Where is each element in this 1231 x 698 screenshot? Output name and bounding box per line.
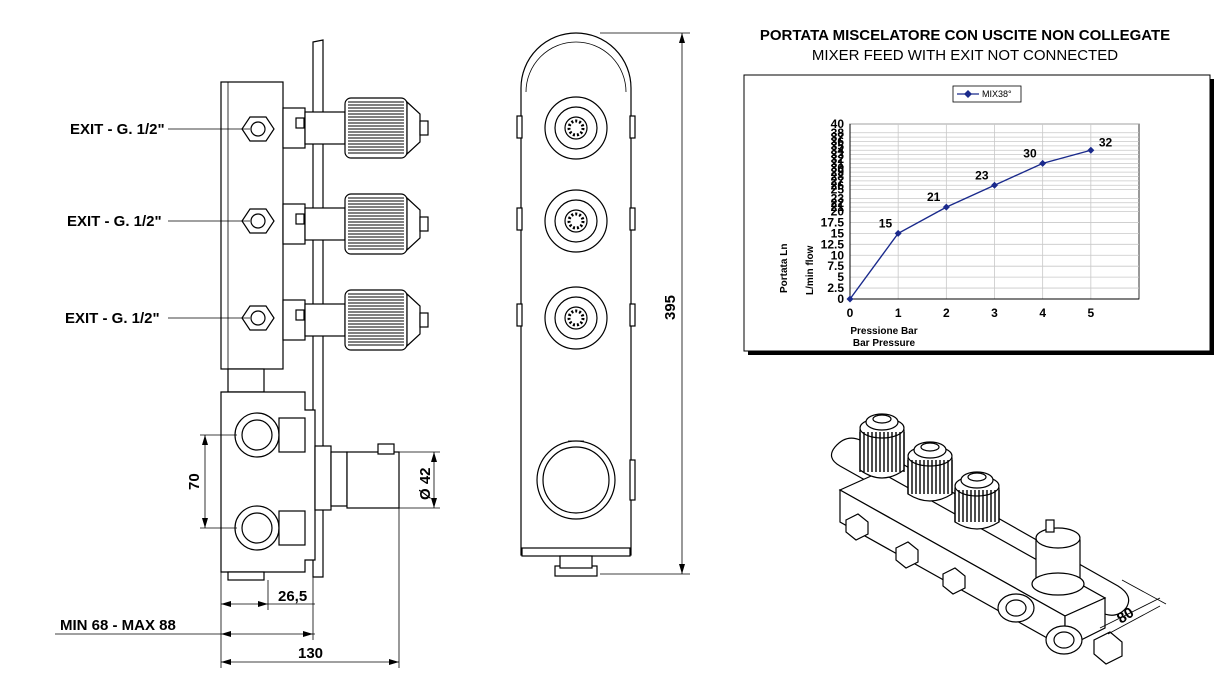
isometric-view: 80: [830, 413, 1167, 665]
x-tick-label: 3: [991, 306, 998, 320]
x-tick-label: 1: [895, 306, 902, 320]
dim-265-label: 26,5: [278, 588, 307, 605]
data-label: 32: [1099, 135, 1113, 149]
legend-label: MIX38°: [982, 89, 1012, 99]
front-view: 395: [516, 32, 690, 577]
x-tick-label: 0: [847, 306, 854, 320]
dimension-80: 80: [1099, 579, 1167, 635]
y-axis-label-1: Portata Ln: [779, 244, 790, 293]
data-label: 21: [927, 190, 941, 204]
y-tick-label: 34: [831, 143, 845, 157]
dimension-42: Ø 42: [399, 451, 440, 509]
data-point: [894, 229, 902, 237]
y-tick-label: 23: [831, 191, 845, 205]
inlet-ports: [234, 412, 306, 551]
data-point: [991, 181, 998, 189]
dim-70-label: 70: [186, 473, 203, 490]
front-knobs: [544, 96, 608, 350]
dimension-70: 70: [186, 434, 237, 529]
dimension-265: 26,5: [220, 572, 315, 610]
valve-stems: [282, 107, 346, 341]
x-axis-label-2: Bar Pressure: [853, 338, 916, 349]
dim-130-label: 130: [298, 645, 323, 662]
y-tick-label: 7.5: [827, 259, 844, 273]
side-view: EXIT - G. 1/2" EXIT - G. 1/2" EXIT - G. …: [55, 39, 440, 668]
data-label: 23: [975, 168, 989, 182]
y-tick-label: 20: [831, 205, 845, 219]
iso-nuts: [845, 513, 966, 595]
y-tick-label: 30: [831, 161, 845, 175]
y-tick-label: 12.5: [821, 237, 845, 251]
dimension-min-max: MIN 68 - MAX 88: [55, 577, 315, 668]
exit-label-1: EXIT - G. 1/2": [70, 121, 165, 138]
dimension-130: 130: [221, 508, 400, 668]
dim-395-label: 395: [662, 295, 679, 320]
y-tick-label: 10: [831, 248, 845, 262]
data-label: 15: [879, 216, 893, 230]
exit-label-2: EXIT - G. 1/2": [67, 213, 162, 230]
front-mixer-handle: [536, 440, 616, 520]
series-line: [849, 149, 1092, 300]
data-point: [1087, 146, 1095, 154]
y-tick-label: 29: [831, 165, 845, 179]
x-axis-label-1: Pressione Bar: [850, 326, 917, 337]
y-tick-label: 27: [831, 174, 845, 188]
iso-inlets: [997, 593, 1123, 665]
y-tick-label: 28: [831, 170, 845, 184]
wall-plate: [312, 39, 324, 578]
y-tick-label: 38: [831, 126, 845, 140]
exit-label-3: EXIT - G. 1/2": [65, 310, 160, 327]
data-point: [846, 295, 854, 303]
y-tick-label: 31: [831, 156, 845, 170]
chart-title-line1: PORTATA MISCELATORE CON USCITE NON COLLE…: [760, 27, 1170, 44]
cartridge: [346, 451, 400, 509]
x-tick-label: 5: [1087, 306, 1094, 320]
data-point: [1039, 159, 1047, 167]
dim-42-label: Ø 42: [417, 467, 434, 500]
chart-legend: MIX38°: [952, 85, 1022, 103]
y-tick-label: 25: [831, 183, 845, 197]
y-tick-label: 26: [831, 178, 845, 192]
iso-mixer-handle: [1031, 519, 1085, 596]
y-tick-label: 37: [831, 130, 845, 144]
y-tick-label: 35: [831, 139, 845, 153]
y-tick-label: 21: [831, 200, 845, 214]
x-tick-label: 4: [1039, 306, 1046, 320]
knurled-knobs: [344, 97, 429, 351]
dim-minmax-label: MIN 68 - MAX 88: [60, 617, 176, 634]
dim-80-label: 80: [1114, 604, 1137, 627]
x-tick-label: 2: [943, 306, 950, 320]
y-tick-label: 0: [837, 292, 844, 306]
y-tick-label: 17.5: [821, 215, 845, 229]
y-tick-label: 40: [831, 117, 845, 131]
data-label: 30: [1023, 146, 1037, 160]
y-tick-label: 22: [831, 196, 845, 210]
dimension-395: 395: [600, 32, 690, 575]
y-tick-label: 5: [837, 270, 844, 284]
y-tick-label: 36: [831, 135, 845, 149]
y-axis-label-2: L/min flow: [805, 245, 816, 295]
iso-knobs: [859, 413, 1000, 530]
neck: [227, 368, 265, 393]
chart-title-line2: MIXER FEED WITH EXIT NOT CONNECTED: [812, 47, 1118, 64]
y-tick-label: 2.5: [827, 281, 844, 295]
y-tick-label: 33: [831, 148, 845, 162]
y-tick-label: 15: [831, 226, 845, 240]
y-tick-label: 32: [831, 152, 845, 166]
data-point: [942, 203, 950, 211]
flow-chart: PORTATA MISCELATORE CON USCITE NON COLLE…: [743, 27, 1214, 355]
